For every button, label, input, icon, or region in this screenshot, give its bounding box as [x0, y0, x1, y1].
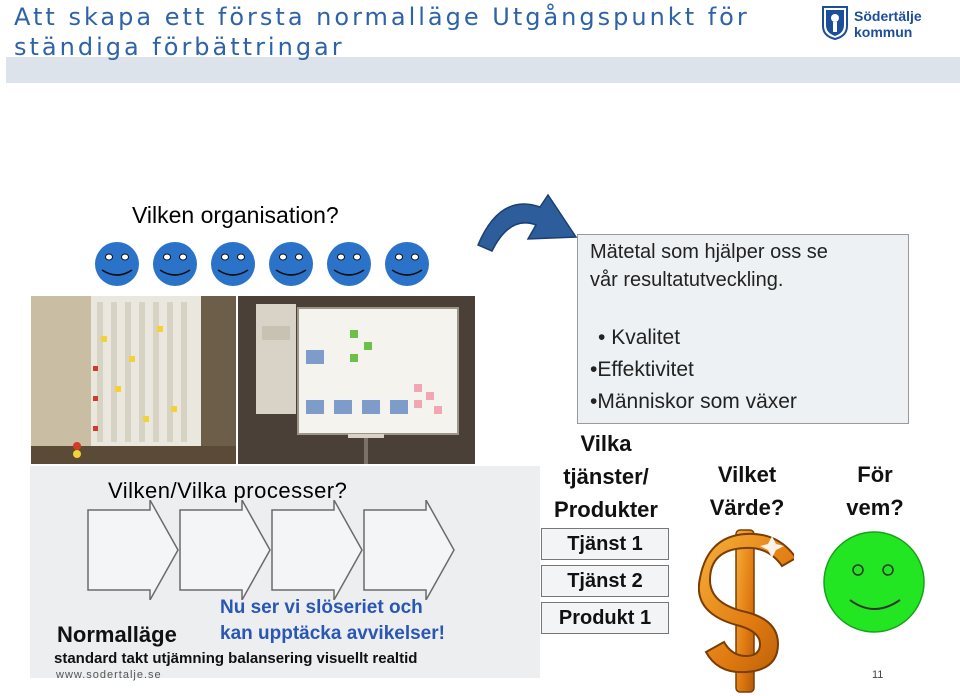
website-url: www.sodertalje.se [56, 669, 162, 681]
customer-heading-line-2: vem? [820, 491, 930, 524]
waste-line-2: kan upptäcka avvikelser! [220, 621, 445, 647]
process-step-arrow [180, 500, 270, 600]
metric-label: Effektivitet [597, 358, 694, 381]
curved-arrow-icon [470, 185, 590, 265]
metrics-intro-line-2: vår resultatutveckling. [590, 266, 900, 294]
waste-message: Nu ser vi slöseriet och kan upptäcka avv… [220, 595, 445, 647]
process-step-arrow [364, 500, 454, 600]
services-heading-line-1: Vilka [536, 427, 676, 460]
logo-text: Södertälje kommun [854, 8, 954, 40]
people-faces-row [92, 240, 452, 290]
process-step-arrow [88, 500, 178, 600]
product-box: Produkt 1 [541, 602, 669, 634]
face-icon [382, 240, 432, 288]
service-box: Tjänst 2 [541, 565, 669, 597]
value-heading-line-2: Värde? [692, 491, 802, 524]
metric-label: Kvalitet [611, 326, 680, 349]
process-arrows [86, 500, 456, 600]
metrics-intro: Mätetal som hjälper oss se vår resultatu… [590, 238, 900, 294]
metric-item: • Kvalitet [598, 322, 680, 354]
crest-icon [822, 6, 848, 40]
smiley-face-icon [822, 530, 926, 634]
page-number: 11 [872, 669, 883, 681]
metric-label: Människor som växer [597, 390, 797, 413]
whiteboard-photo [238, 296, 475, 464]
customer-heading: För vem? [820, 458, 930, 524]
value-heading-line-1: Vilket [692, 458, 802, 491]
value-heading: Vilket Värde? [692, 458, 802, 524]
face-icon [324, 240, 374, 288]
logo-line-1: Södertälje [854, 8, 954, 24]
slide-title: Att skapa ett första normalläge Utgångsp… [14, 2, 814, 62]
wall-board-photo [31, 296, 236, 464]
dollar-sign-icon [698, 528, 794, 694]
service-box: Tjänst 1 [541, 528, 669, 560]
metric-item: •Effektivitet [590, 354, 694, 386]
metric-item: •Människor som växer [590, 386, 797, 418]
services-heading-line-3: Produkter [536, 493, 676, 526]
services-heading: Vilka tjänster/ Produkter [536, 427, 676, 526]
face-icon [92, 240, 142, 288]
metrics-intro-line-1: Mätetal som hjälper oss se [590, 238, 900, 266]
standard-principles: standard takt utjämning balansering visu… [54, 650, 417, 667]
face-icon [266, 240, 316, 288]
sodertalje-logo: Södertälje kommun [822, 6, 952, 46]
services-heading-line-2: tjänster/ [536, 460, 676, 493]
customer-heading-line-1: För [820, 458, 930, 491]
organisation-question: Vilken organisation? [132, 202, 339, 229]
normal-state-label: Normalläge [57, 622, 177, 648]
process-step-arrow [272, 500, 362, 600]
logo-line-2: kommun [854, 24, 954, 40]
face-icon [208, 240, 258, 288]
face-icon [150, 240, 200, 288]
waste-line-1: Nu ser vi slöseriet och [220, 595, 445, 621]
